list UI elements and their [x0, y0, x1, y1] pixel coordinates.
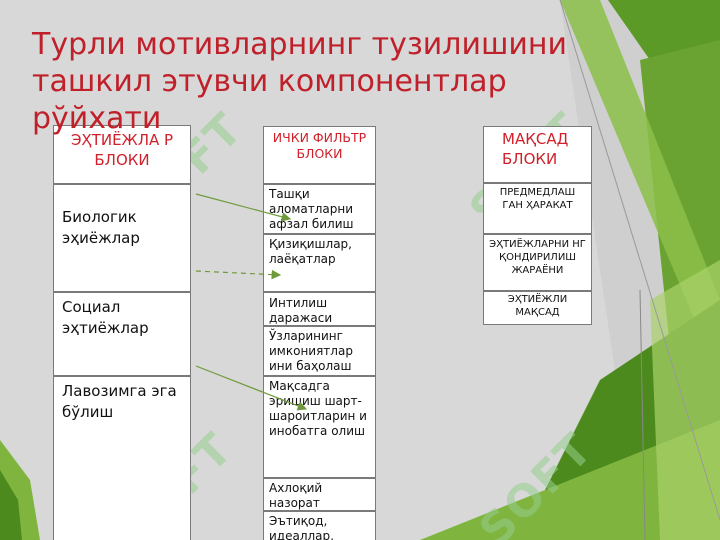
filter-item-conditions: Мақсадга эришиш шарт-шароитларин и иноба…	[263, 376, 376, 478]
arrow-social-to-filter	[195, 365, 308, 411]
needs-item-biological: Биологик эҳиёжлар	[53, 184, 191, 292]
needs-item-position: Лавозимга эга бўлиш	[53, 376, 191, 540]
goal-item-objective-action: ПРЕДМЕДЛАШ ГАН ҲАРАКАТ	[483, 183, 592, 234]
needs-item-social: Социал эҳтиёжлар	[53, 292, 191, 376]
goal-item-satisfaction-process: ЭҲТИЁЖЛАРНИ НГ ҚОНДИРИЛИШ ЖАРАЁНИ	[483, 234, 592, 291]
inner-filter-header: ИЧКИ ФИЛЬТР БЛОКИ	[263, 126, 376, 184]
filter-item-moral-control: Ахлоқий назорат	[263, 478, 376, 511]
goal-item-need-goal: ЭҲТИЁЖЛИ МАҚСАД	[483, 291, 592, 325]
filter-item-aspiration-level: Интилиш даражаси	[263, 292, 376, 326]
filter-item-interests: Қизиқишлар, лаёқатлар	[263, 234, 376, 292]
filter-item-beliefs: Эътиқод, идеаллар,	[263, 511, 376, 540]
arrow-biological-to-filter	[195, 193, 292, 222]
goal-block-header: МАҚСАД БЛОКИ	[483, 126, 592, 183]
arrow-dashed-to-filter	[195, 269, 282, 280]
needs-block-header: ЭҲТИЁЖЛА Р БЛОКИ	[53, 125, 191, 184]
filter-item-self-assessment: Ўзларининг имкониятлар ини баҳолаш	[263, 326, 376, 376]
slide-title: Турли мотивларнинг тузилишини ташкил эту…	[32, 27, 568, 136]
